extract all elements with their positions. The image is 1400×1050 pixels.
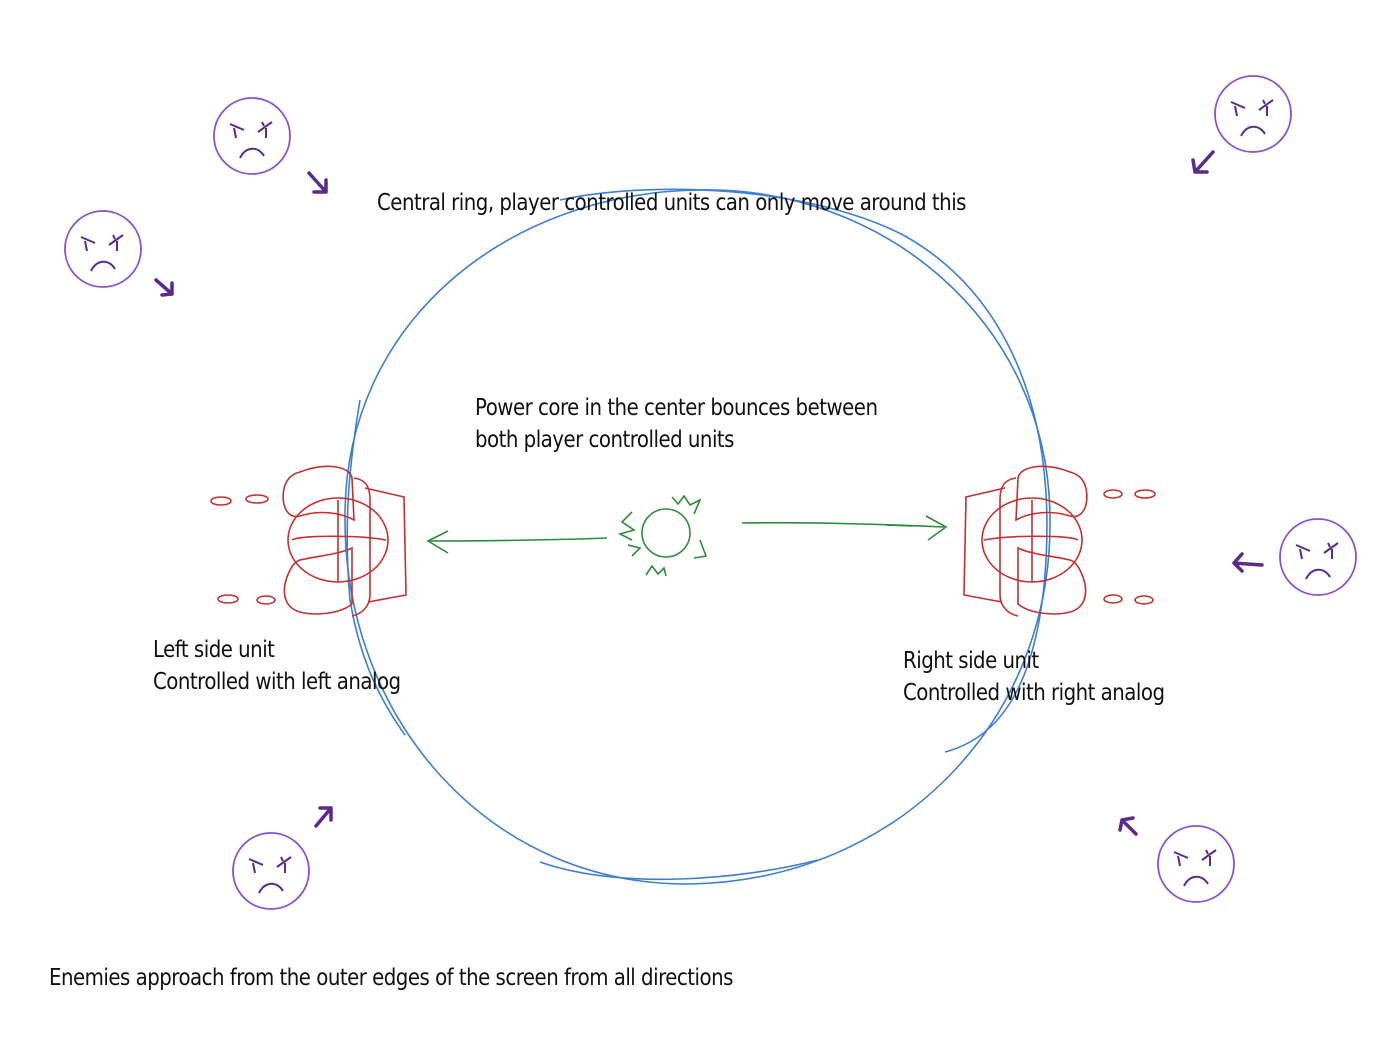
left-unit-label-line2: Controlled with left analog [153, 669, 401, 695]
core-to-left-arrow [426, 530, 608, 554]
enemy-approach-arrow-icon [314, 806, 333, 828]
enemies-label: Enemies approach from the outer edges of… [49, 962, 733, 994]
enemy-angry-face-icon [1279, 518, 1357, 596]
enemy-approach-arrow-icon [307, 171, 328, 194]
power-core-label-line2: both player controlled units [475, 427, 734, 453]
core-to-right-arrow [741, 515, 948, 541]
power-core-spark-icon [617, 494, 706, 577]
enemy-approach-arrow-icon [1191, 150, 1215, 174]
right-unit-label-line1: Right side unit [903, 648, 1039, 674]
right-unit-label-line2: Controlled with right analog [903, 680, 1165, 706]
ring-label-text: Central ring, player controlled units ca… [377, 190, 966, 216]
right-unit-ship-icon [963, 465, 1156, 617]
enemy-approach-arrow-icon [1118, 816, 1138, 836]
left-unit-ship-icon [210, 465, 407, 617]
power-core-label-line1: Power core in the center bounces between [475, 395, 878, 421]
power-core-label: Power core in the center bounces between… [475, 392, 878, 456]
left-unit-label: Left side unit Controlled with left anal… [153, 634, 401, 698]
enemy-angry-face-icon [1214, 75, 1292, 153]
enemy-angry-face-icon [64, 210, 142, 288]
enemies-label-text: Enemies approach from the outer edges of… [49, 965, 733, 991]
enemy-approach-arrow-icon [1232, 552, 1264, 573]
ring-label: Central ring, player controlled units ca… [377, 187, 966, 219]
enemy-approach-arrow-icon [154, 278, 174, 297]
left-unit-label-line1: Left side unit [153, 637, 275, 663]
central-ring [344, 188, 1051, 885]
right-unit-label: Right side unit Controlled with right an… [903, 645, 1165, 709]
enemy-angry-face-icon [232, 832, 310, 910]
enemy-angry-face-icon [1157, 825, 1235, 903]
enemy-angry-face-icon [213, 97, 291, 175]
